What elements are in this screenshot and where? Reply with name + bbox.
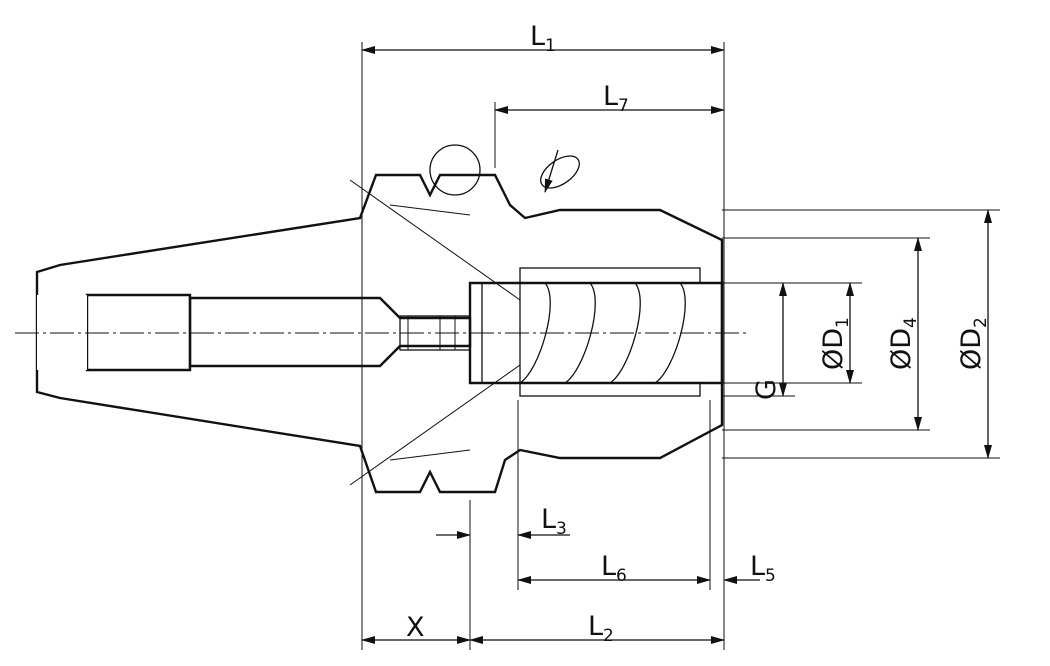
extension-lines <box>361 42 1000 650</box>
grip-ball <box>429 144 481 196</box>
label-D4: ØD4 <box>886 317 921 370</box>
label-D2: ØD2 <box>956 317 991 370</box>
label-L6: L6 <box>601 551 627 586</box>
rotation-direction-icon <box>540 149 580 193</box>
dimension-lines <box>361 46 992 644</box>
label-X: X <box>406 612 425 643</box>
label-L7: L7 <box>603 81 629 116</box>
label-L5: L5 <box>750 551 776 586</box>
label-L3: L3 <box>541 504 567 539</box>
label-D1: ØD1 <box>818 317 853 370</box>
label-L2: L2 <box>588 611 614 646</box>
label-G: G <box>751 379 782 400</box>
spiral-grooves <box>519 282 686 384</box>
label-L1: L1 <box>530 21 556 56</box>
holder-body <box>35 144 724 494</box>
